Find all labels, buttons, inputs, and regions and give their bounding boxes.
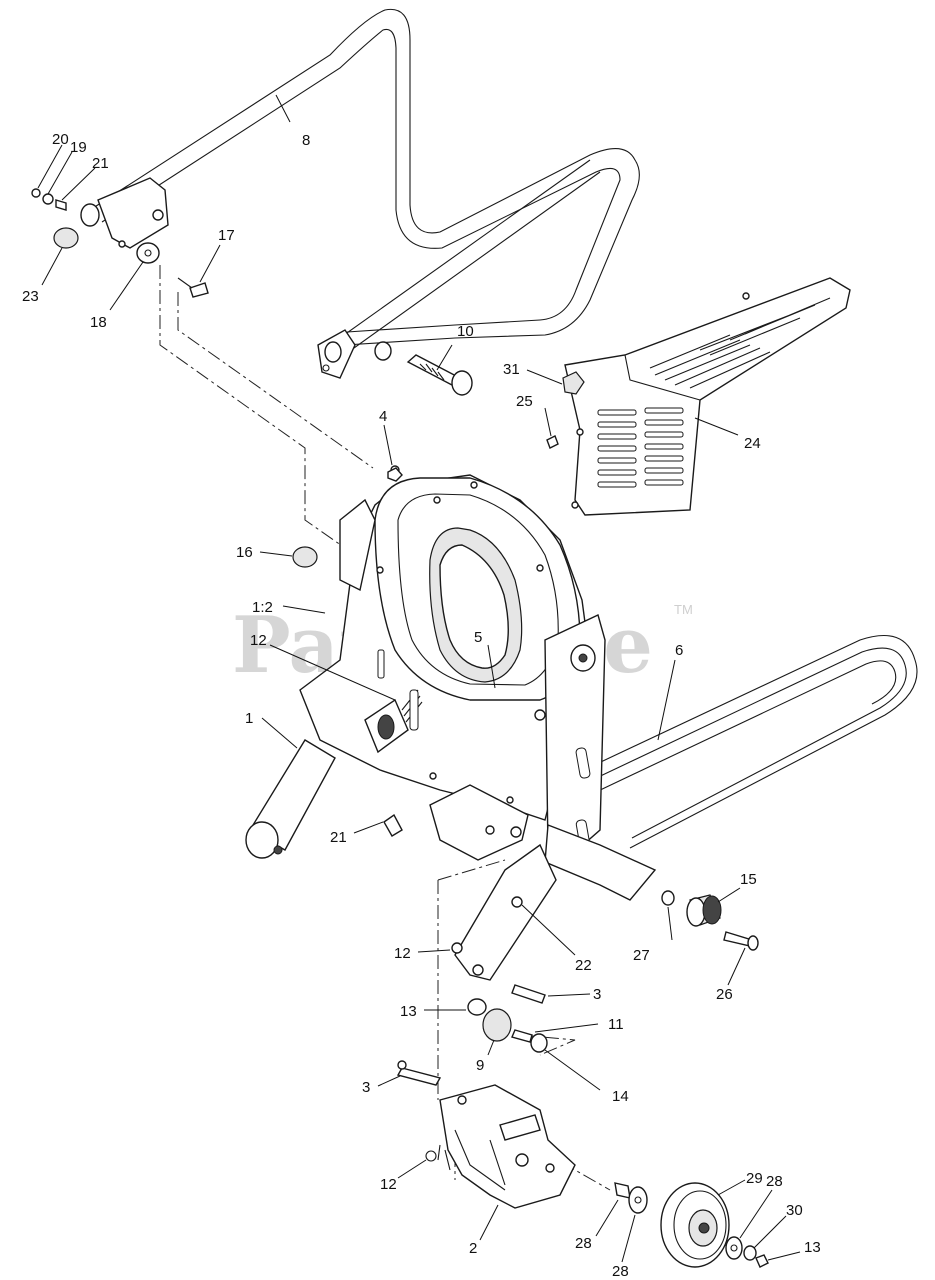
nut-part-4 <box>387 467 403 482</box>
callout-25: 26 <box>716 986 733 1003</box>
callout-1-2: 1:2 <box>252 599 273 616</box>
callout-24: 25 <box>516 393 533 410</box>
handle-bar-part-7 <box>80 8 640 379</box>
callout-labels: 8 20 19 21 23 18 17 10 31 25 24 4 16 1:2… <box>22 131 821 1280</box>
watermark-tm: TM <box>674 602 693 617</box>
callout-31: 31 <box>503 361 520 378</box>
callout-14: 15 <box>740 871 757 888</box>
callout-19: 20 <box>52 131 69 148</box>
roller-hardware <box>661 890 759 951</box>
callout-30: 30 <box>786 1202 803 1219</box>
callout-2: 2 <box>469 1240 477 1257</box>
callout-20: 21 <box>92 155 109 172</box>
callout-7: 8 <box>302 132 310 149</box>
callout-21b: 22 <box>575 957 592 974</box>
lower-bracket-part-2 <box>425 1084 576 1209</box>
lower-arm <box>454 843 557 981</box>
cap-part-15 <box>292 546 318 568</box>
callout-13b: 14 <box>612 1088 629 1105</box>
callout-4: 4 <box>379 408 387 425</box>
main-frame-part-1 <box>245 465 657 901</box>
left-handle-hardware <box>31 188 209 298</box>
callout-11: 11 <box>608 1016 624 1033</box>
callout-21a: 21 <box>330 829 347 846</box>
belt-part-6 <box>587 635 918 849</box>
callout-3a: 3 <box>593 986 601 1003</box>
callout-12a: 12 <box>394 945 411 962</box>
callout-6: 6 <box>675 642 683 659</box>
callout-8: 12 <box>250 632 267 649</box>
callout-27: 28 <box>575 1235 592 1252</box>
callout-18: 19 <box>70 139 87 156</box>
leader-lines <box>37 94 801 1263</box>
foot-plate-part-23 <box>564 277 851 516</box>
callout-23: 24 <box>744 435 761 452</box>
callout-13a: 13 <box>400 1003 417 1020</box>
callout-9: 10 <box>457 323 474 340</box>
screw-part-24 <box>546 435 559 449</box>
callout-3b: 3 <box>362 1079 370 1096</box>
callout-26: 27 <box>633 947 650 964</box>
callout-16: 17 <box>218 227 235 244</box>
callout-5: 5 <box>474 629 482 646</box>
callout-12c: 13 <box>804 1239 821 1256</box>
pulley-hardware <box>614 1182 769 1268</box>
bumper-part-31 <box>562 371 585 395</box>
callout-17: 18 <box>90 314 107 331</box>
callout-29: 29 <box>746 1170 763 1187</box>
idler-hardware <box>396 942 548 1086</box>
pin-part-9 <box>406 354 473 396</box>
callout-28a: 28 <box>612 1263 629 1280</box>
bolt-part-21 <box>383 813 403 837</box>
callout-12b: 12 <box>380 1176 397 1193</box>
callout-22: 23 <box>22 288 39 305</box>
callout-15: 16 <box>236 544 253 561</box>
callout-1: 1 <box>245 710 253 727</box>
callout-28b: 28 <box>766 1173 783 1190</box>
callout-10: 9 <box>476 1057 484 1074</box>
